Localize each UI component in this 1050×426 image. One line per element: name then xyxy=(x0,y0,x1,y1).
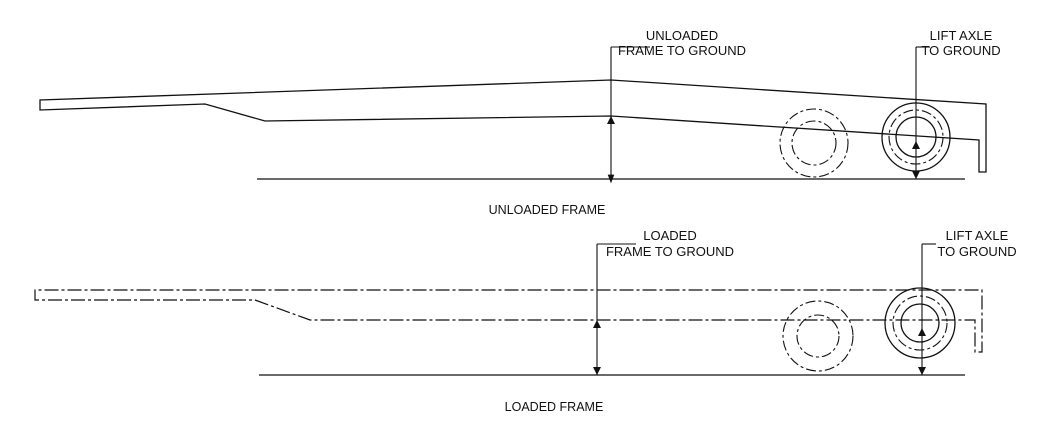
loaded-axle-arrow-up xyxy=(918,328,926,336)
loaded-frame-outline xyxy=(34,289,983,353)
loaded-frame-label-line2: FRAME TO GROUND xyxy=(606,244,734,259)
loaded-front-wheel xyxy=(782,300,854,372)
loaded-axle-label-line2: TO GROUND xyxy=(937,244,1016,259)
unloaded-axle-label-line1: LIFT AXLE xyxy=(930,28,993,43)
loaded-lift-axle-wheel xyxy=(884,287,956,359)
loaded-axle-label-line1: LIFT AXLE xyxy=(946,228,1009,243)
loaded-frame-label-line1: LOADED xyxy=(643,228,696,243)
unloaded-frame-label-line1: UNLOADED xyxy=(646,28,718,43)
unloaded-caption: UNLOADED FRAME xyxy=(489,203,606,217)
unloaded-axle-arrow-down xyxy=(912,171,920,179)
unloaded-front-wheel xyxy=(779,108,849,178)
loaded-caption: LOADED FRAME xyxy=(505,400,604,414)
unloaded-frame-label-line2: FRAME TO GROUND xyxy=(618,43,746,58)
unloaded-frame-drawing: UNLOADED FRAME TO GROUND LIFT AXLE TO GR… xyxy=(39,28,1001,217)
unloaded-axle-label-line2: TO GROUND xyxy=(921,43,1000,58)
loaded-frame-arrow-down xyxy=(593,367,601,375)
unloaded-frame-outline xyxy=(39,79,987,173)
loaded-frame-drawing: LOADED FRAME TO GROUND LIFT AXLE TO GROU… xyxy=(34,228,1017,414)
loaded-axle-arrow-down xyxy=(918,367,926,375)
unloaded-axle-arrow-up xyxy=(912,141,920,149)
unloaded-frame-arrow-up xyxy=(607,116,615,124)
loaded-frame-arrow-up xyxy=(593,320,601,328)
